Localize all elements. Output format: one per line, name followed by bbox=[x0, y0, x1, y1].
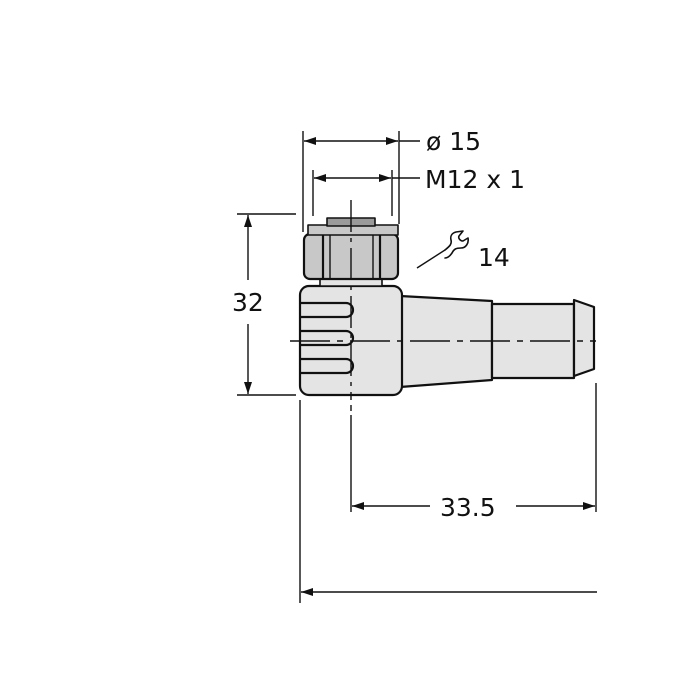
grip-rib-1 bbox=[301, 301, 355, 319]
wrench-size-label: 14 bbox=[478, 243, 510, 272]
diameter-label: ø 15 bbox=[426, 127, 481, 156]
grip-rib-3 bbox=[301, 357, 355, 375]
dimensions bbox=[237, 131, 597, 603]
cable-boot-tip bbox=[572, 298, 596, 378]
connector-part bbox=[298, 217, 596, 397]
wrench-leader bbox=[416, 249, 446, 269]
height-label: 32 bbox=[232, 288, 264, 317]
wrench-icon bbox=[444, 230, 469, 259]
grip-rib-2 bbox=[301, 329, 355, 347]
center-lines bbox=[290, 200, 596, 411]
boot-length-label: 33.5 bbox=[440, 493, 496, 522]
thread-label: M12 x 1 bbox=[425, 165, 525, 194]
